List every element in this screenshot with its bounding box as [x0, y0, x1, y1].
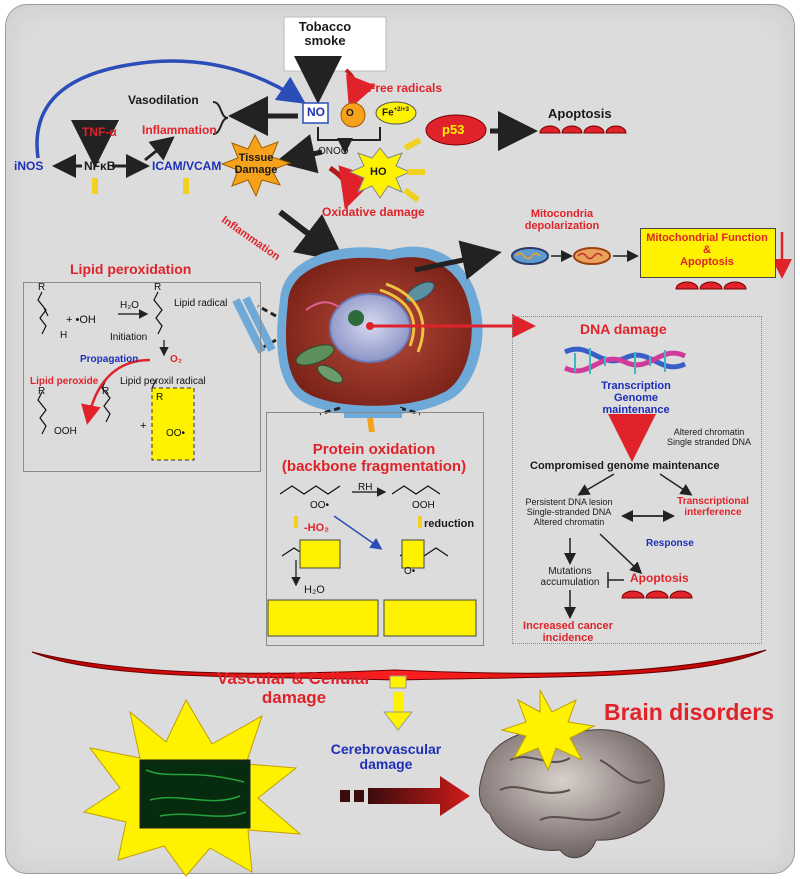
cell-to-mito-arrow: [414, 240, 502, 280]
plus-sign: +: [140, 420, 147, 432]
water-label: H₂O: [120, 300, 139, 311]
tnf-label: TNF-α: [82, 125, 117, 139]
peroxynitrite-label: ONOO: [318, 146, 349, 157]
oxygen-label: O₂: [170, 354, 183, 365]
lipid-title: Lipid peroxidation: [70, 261, 192, 277]
apoptotic-cells-dna: [621, 590, 693, 599]
lipid-r1: R: [38, 282, 46, 293]
apoptotic-cells-top: [539, 125, 627, 134]
nfkb-label: NFκB: [84, 159, 116, 173]
reduction-label: reduction: [424, 518, 475, 530]
superoxide-circle: [340, 102, 366, 128]
apoptosis-label: Apoptosis: [548, 106, 612, 121]
response-label: Response: [646, 538, 694, 549]
mito-function-label: Mitochondrial Function&Apoptosis: [646, 232, 768, 269]
tobacco-to-free-radicals-arrow: [344, 68, 376, 110]
lipid-box: [23, 282, 261, 472]
hydroperoxide-protein: OOH: [412, 500, 435, 511]
dna-apoptosis-label: Apoptosis: [630, 571, 689, 585]
peroxyl-label: OO•: [166, 428, 186, 439]
propagation-label: Propagation: [80, 354, 139, 365]
lipid-peroxil-label: Lipid peroxil radical: [120, 376, 206, 387]
ho2-label: -HO₂: [304, 522, 330, 534]
p53-ellipse: [425, 114, 487, 146]
no-box: [302, 102, 329, 124]
inos-label: iNOS: [14, 159, 44, 173]
free-radicals-label: Free radicals: [368, 81, 443, 95]
lipid-r5: R: [156, 392, 164, 403]
hydroxyl-reactant: + •OH: [66, 314, 96, 326]
inflammation-arrow: [278, 209, 346, 263]
dna-box: [512, 316, 762, 644]
hydroxyl-star: [348, 147, 412, 199]
hydroperoxide-label: OOH: [54, 426, 77, 437]
red-brace: [31, 649, 767, 681]
oxidative-damage-label: Oxidative damage: [322, 205, 425, 219]
vasodilation-label: Vasodilation: [128, 93, 199, 107]
rh-label: RH: [358, 482, 373, 493]
brain-explosion: [500, 689, 596, 772]
lipid-radical-label: Lipid radical: [174, 298, 228, 309]
mito-function-box: [640, 228, 776, 278]
membrane-icon-left: [232, 296, 276, 354]
protein-box: [266, 412, 484, 646]
membrane-icon-bottom: [344, 408, 402, 433]
dna-helix-icon: [563, 346, 687, 374]
vascular-micrograph: [139, 759, 251, 829]
lipid-r4: R: [102, 386, 110, 397]
water-protein: H₂O: [304, 584, 325, 596]
alkoxyl-label: O•: [404, 566, 416, 577]
brain-icon: [479, 728, 665, 859]
to-brain-arrow: [368, 776, 470, 816]
peroxyl-protein: OO•: [310, 500, 330, 511]
lipid-r3: R: [38, 386, 46, 397]
lipid-peroxide-label: Lipid peroxide: [30, 376, 99, 387]
lipid-h1: H: [60, 330, 68, 341]
iron-ellipse: [375, 101, 417, 125]
mitochondria-icons: [511, 247, 611, 265]
cell-illustration: [277, 246, 483, 416]
apoptotic-cells-mito: [675, 281, 747, 290]
protein-product-left: [267, 599, 379, 637]
brain-disorders-label: Brain disorders: [604, 699, 774, 725]
protein-title: Protein oxidation(backbone fragmentation…: [281, 441, 467, 475]
inos-to-no-arrow: [35, 59, 306, 159]
peroxil-highlight: [151, 387, 195, 461]
tissue-damage-star: [220, 133, 292, 198]
iron-label: Fe+2/+3: [382, 107, 410, 119]
compromised-label: Compromised genome maintenance: [530, 460, 720, 472]
icam-label: ICAM/VCAM: [152, 159, 222, 173]
propagation-arrow: [81, 358, 151, 425]
protein-product-right: [383, 599, 477, 637]
p53-label: p53: [442, 122, 465, 137]
no-label: NO: [307, 105, 325, 119]
inflammation-label: Inflammation: [142, 123, 217, 137]
hydroxyl-label: HO: [370, 166, 387, 178]
superoxide-label: O: [346, 108, 354, 119]
lipid-r2: R: [154, 282, 162, 293]
radical-bracket: [317, 127, 381, 141]
initiation-label: Initiation: [110, 332, 148, 343]
dna-title: DNA damage: [580, 321, 667, 337]
